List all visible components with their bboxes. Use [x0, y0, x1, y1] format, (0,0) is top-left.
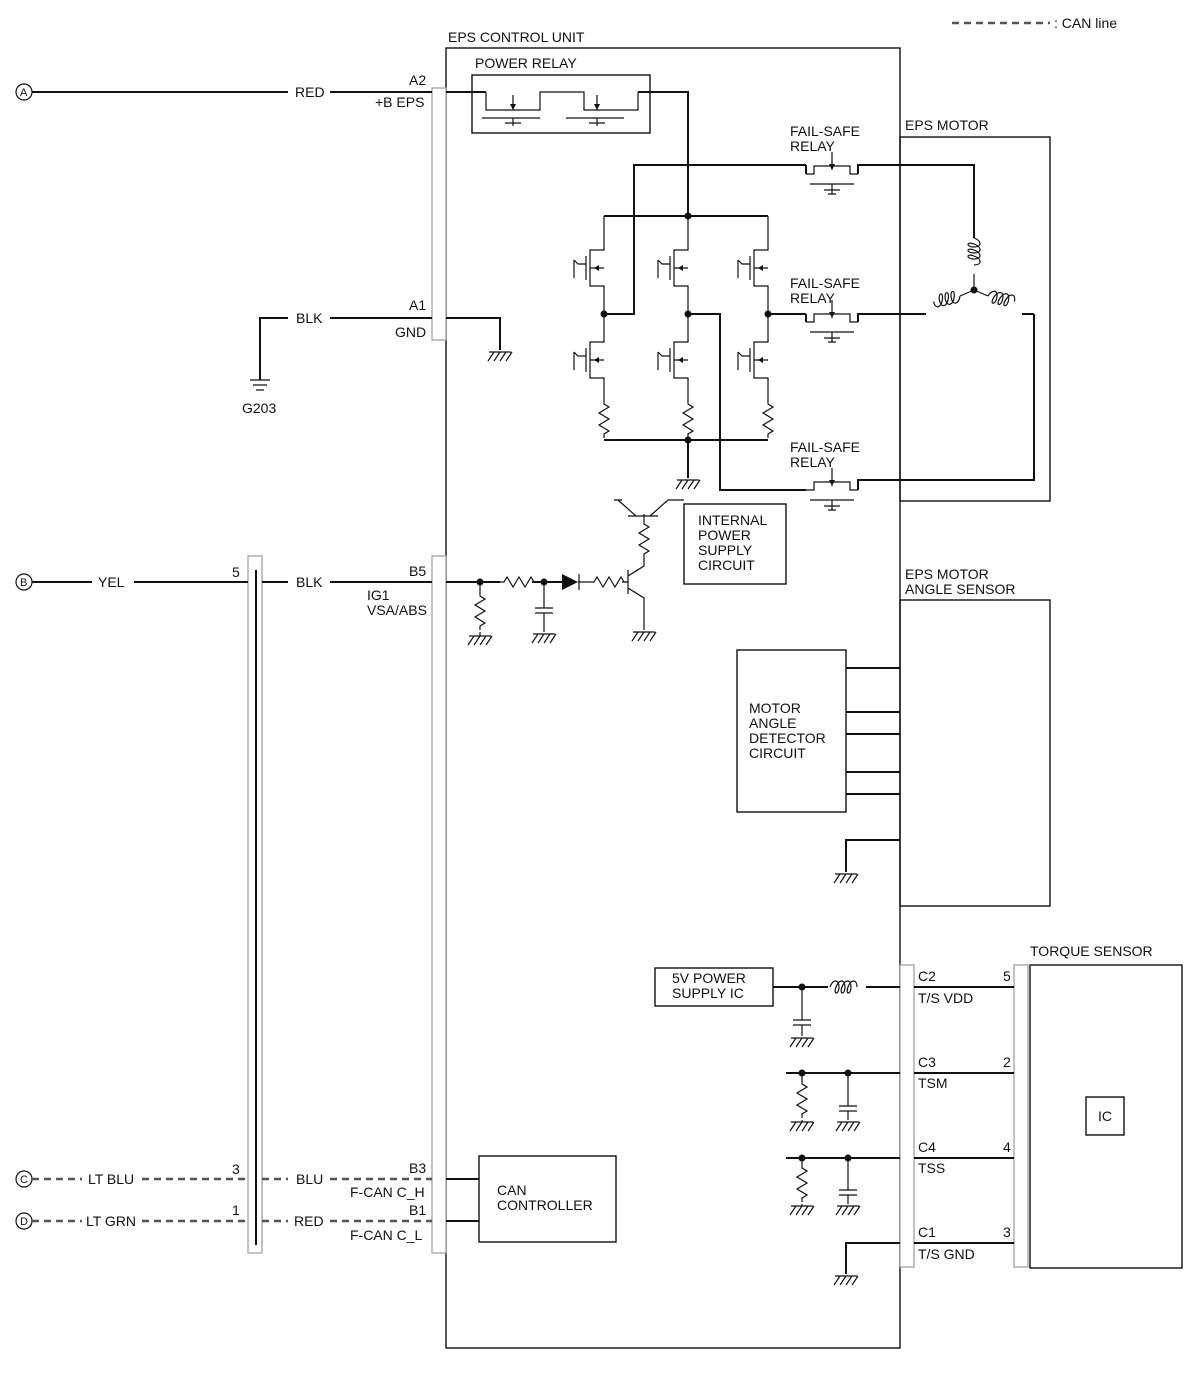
- ts-pin-5: 5: [1003, 968, 1011, 984]
- internal-power-supply-line3: SUPPLY: [698, 542, 753, 558]
- pin-c2: C2: [918, 968, 936, 984]
- connector-a: A: [15, 83, 33, 101]
- joint-pin-5: 5: [232, 564, 240, 580]
- can-line-legend: : CAN line: [952, 15, 1117, 31]
- connector-a-label: A: [20, 87, 28, 99]
- connector-b-label: B: [20, 577, 27, 589]
- ground-g203-label: G203: [242, 400, 276, 416]
- eps-motor-angle-sensor: EPS MOTOR ANGLE SENSOR: [833, 566, 1051, 907]
- eps-motor: EPS MOTOR: [899, 117, 1051, 502]
- fail-safe-relay-2-label-line1: FAIL-SAFE: [790, 275, 860, 291]
- pin-b5-name-line2: VSA/ABS: [367, 602, 427, 618]
- fail-safe-relay-1-label-line2: RELAY: [790, 138, 836, 154]
- fail-safe-relay-1-label-line1: FAIL-SAFE: [790, 123, 860, 139]
- pin-a2: A2: [409, 72, 426, 88]
- ig1-input-filter: [446, 499, 684, 646]
- pin-c4: C4: [918, 1139, 936, 1155]
- ground-g203: G203: [242, 379, 276, 416]
- pin-c4-name: TSS: [918, 1160, 945, 1176]
- torque-sensor: TORQUE SENSOR IC: [1029, 943, 1183, 1269]
- torque-sensor-wires: [914, 986, 1014, 1244]
- pin-b3: B3: [409, 1160, 426, 1176]
- pin-c3: C3: [918, 1054, 936, 1070]
- connector-a-strip: [431, 87, 447, 341]
- pin-c1: C1: [918, 1224, 936, 1240]
- eps-motor-label: EPS MOTOR: [905, 117, 989, 133]
- internal-power-supply-line1: INTERNAL: [698, 512, 767, 528]
- fail-safe-relay-3: FAIL-SAFE RELAY: [790, 314, 1035, 511]
- power-relay: POWER RELAY: [446, 55, 689, 216]
- wire-a1-color: BLK: [296, 310, 323, 326]
- ts-pin-2: 2: [1003, 1054, 1011, 1070]
- connector-d: D: [15, 1212, 33, 1230]
- power-relay-label: POWER RELAY: [475, 55, 577, 71]
- can-controller-line1: CAN: [497, 1182, 527, 1198]
- motor-angle-detector-line2: ANGLE: [749, 715, 796, 731]
- wire-b-in-color: YEL: [98, 574, 125, 590]
- ts-pin-4: 4: [1003, 1139, 1011, 1155]
- pin-a1-name: GND: [395, 324, 426, 340]
- fail-safe-relay-3-label-line2: RELAY: [790, 454, 836, 470]
- connector-c: C: [15, 1170, 33, 1188]
- joint-pin-3: 3: [232, 1161, 240, 1177]
- motor-bridge: [573, 164, 806, 491]
- power-supply-ic-line2: SUPPLY IC: [672, 985, 744, 1001]
- can-controller-line2: CONTROLLER: [497, 1197, 593, 1213]
- wire-a-color: RED: [295, 84, 325, 100]
- wire-b-out-color: BLK: [296, 574, 323, 590]
- wire-a1-blk: [259, 317, 501, 380]
- pin-a2-name: +B EPS: [375, 94, 424, 110]
- pin-a1: A1: [409, 297, 426, 313]
- pin-b1: B1: [409, 1202, 426, 1218]
- motor-angle-detector-line1: MOTOR: [749, 700, 801, 716]
- pin-c2-name: T/S VDD: [918, 990, 973, 1006]
- internal-power-supply-line4: CIRCUIT: [698, 557, 755, 573]
- torque-sensor-label: TORQUE SENSOR: [1030, 943, 1153, 959]
- pin-b5-name-line1: IG1: [367, 587, 390, 603]
- can-controller: CAN CONTROLLER: [446, 1155, 617, 1243]
- pin-b1-name: F-CAN C_L: [350, 1227, 423, 1243]
- torque-sensor-ic-label: IC: [1098, 1108, 1112, 1124]
- internal-power-supply-circuit: INTERNAL POWER SUPPLY CIRCUIT: [683, 503, 787, 585]
- fail-safe-relay-2: FAIL-SAFE RELAY: [790, 275, 900, 343]
- eps-motor-angle-sensor-line2: ANGLE SENSOR: [905, 581, 1015, 597]
- connector-c-strip: [899, 964, 915, 1268]
- eps-motor-angle-sensor-line1: EPS MOTOR: [905, 566, 989, 582]
- can-line-legend-label: : CAN line: [1054, 15, 1117, 31]
- joint-pin-1: 1: [232, 1202, 240, 1218]
- ts-pin-3: 3: [1003, 1224, 1011, 1240]
- eps-control-unit-label: EPS CONTROL UNIT: [448, 29, 585, 45]
- connector-d-label: D: [20, 1216, 28, 1228]
- connector-b-strip: [431, 555, 447, 1254]
- torque-sensor-filters: [773, 980, 900, 1286]
- connector-c-label: C: [20, 1174, 28, 1186]
- fail-safe-relay-3-label-line1: FAIL-SAFE: [790, 439, 860, 455]
- power-supply-ic-line1: 5V POWER: [672, 970, 746, 986]
- eps-control-unit: EPS CONTROL UNIT: [445, 29, 901, 1349]
- torque-sensor-connector-strip: [1013, 964, 1029, 1268]
- pin-b5: B5: [409, 563, 426, 579]
- wire-c-out-color: BLU: [296, 1171, 323, 1187]
- connector-b: B: [15, 573, 33, 591]
- motor-angle-detector-line4: CIRCUIT: [749, 745, 806, 761]
- motor-angle-detector-circuit: MOTOR ANGLE DETECTOR CIRCUIT: [736, 649, 847, 813]
- ground-a1-symbol: [487, 351, 513, 362]
- motor-angle-detector-line3: DETECTOR: [749, 730, 826, 746]
- wire-c-in-color: LT BLU: [88, 1171, 134, 1187]
- wire-d-in-color: LT GRN: [86, 1213, 136, 1229]
- internal-power-supply-line2: POWER: [698, 527, 751, 543]
- fail-safe-relay-2-label-line2: RELAY: [790, 290, 836, 306]
- pin-b3-name: F-CAN C_H: [350, 1184, 425, 1200]
- wire-d-out-color: RED: [294, 1213, 324, 1229]
- pin-c3-name: TSM: [918, 1075, 948, 1091]
- power-supply-ic: 5V POWER SUPPLY IC: [654, 967, 774, 1007]
- pin-c1-name: T/S GND: [918, 1246, 975, 1262]
- fail-safe-relay-1: FAIL-SAFE RELAY: [790, 123, 975, 238]
